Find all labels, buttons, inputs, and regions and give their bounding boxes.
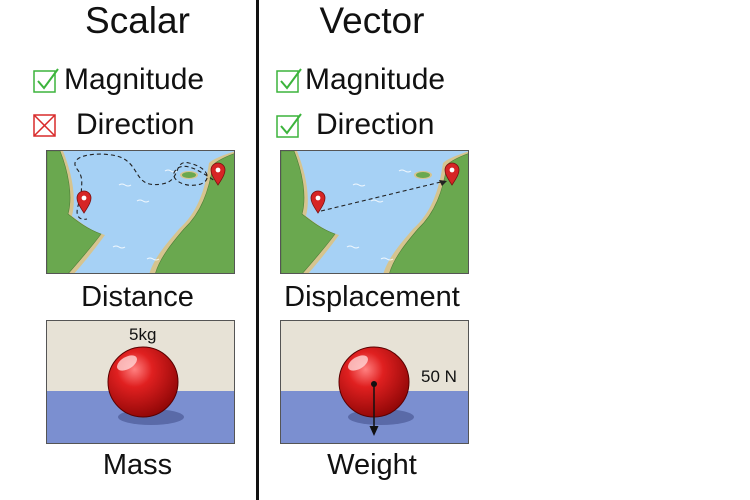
column-divider	[256, 0, 259, 500]
scalar-magnitude-row: Magnitude	[33, 62, 204, 98]
scalar-magnitude-label: Magnitude	[64, 63, 205, 96]
end-pin-icon	[210, 162, 226, 186]
vector-direction-row: Direction	[276, 107, 434, 143]
vector-heading: Vector	[319, 0, 425, 41]
weight-diagram: 50 N	[280, 320, 469, 444]
distance-caption: Distance	[81, 281, 194, 313]
weight-value-label: 50 N	[421, 367, 457, 386]
ball-on-surface-icon	[47, 321, 234, 443]
check-icon	[33, 68, 59, 93]
vector-magnitude-label: Magnitude	[305, 63, 446, 96]
ball-with-force-arrow-icon	[281, 321, 468, 443]
map-straight-arrow-icon	[281, 151, 468, 273]
vector-column: Vector Magnitude Direction	[262, 0, 482, 500]
weight-caption: Weight	[327, 449, 417, 481]
scalar-heading: Scalar	[85, 0, 190, 41]
map-curved-path-icon	[47, 151, 234, 273]
end-pin-icon	[444, 162, 460, 186]
displacement-caption: Displacement	[284, 281, 460, 313]
mass-value-label: 5kg	[129, 325, 157, 344]
mass-diagram: 5kg	[46, 320, 235, 444]
check-icon	[276, 68, 302, 93]
check-icon	[276, 113, 302, 138]
scalar-direction-label: Direction	[76, 108, 195, 141]
cross-icon	[33, 114, 56, 137]
scalar-column: Scalar Magnitude Direction	[20, 0, 255, 500]
vector-direction-label: Direction	[316, 108, 435, 141]
scalar-direction-row: Direction	[33, 107, 194, 143]
distance-map	[46, 150, 235, 274]
displacement-map	[280, 150, 469, 274]
vector-magnitude-row: Magnitude	[276, 62, 445, 98]
start-pin-icon	[310, 190, 326, 214]
start-pin-icon	[76, 190, 92, 214]
mass-caption: Mass	[102, 449, 173, 481]
